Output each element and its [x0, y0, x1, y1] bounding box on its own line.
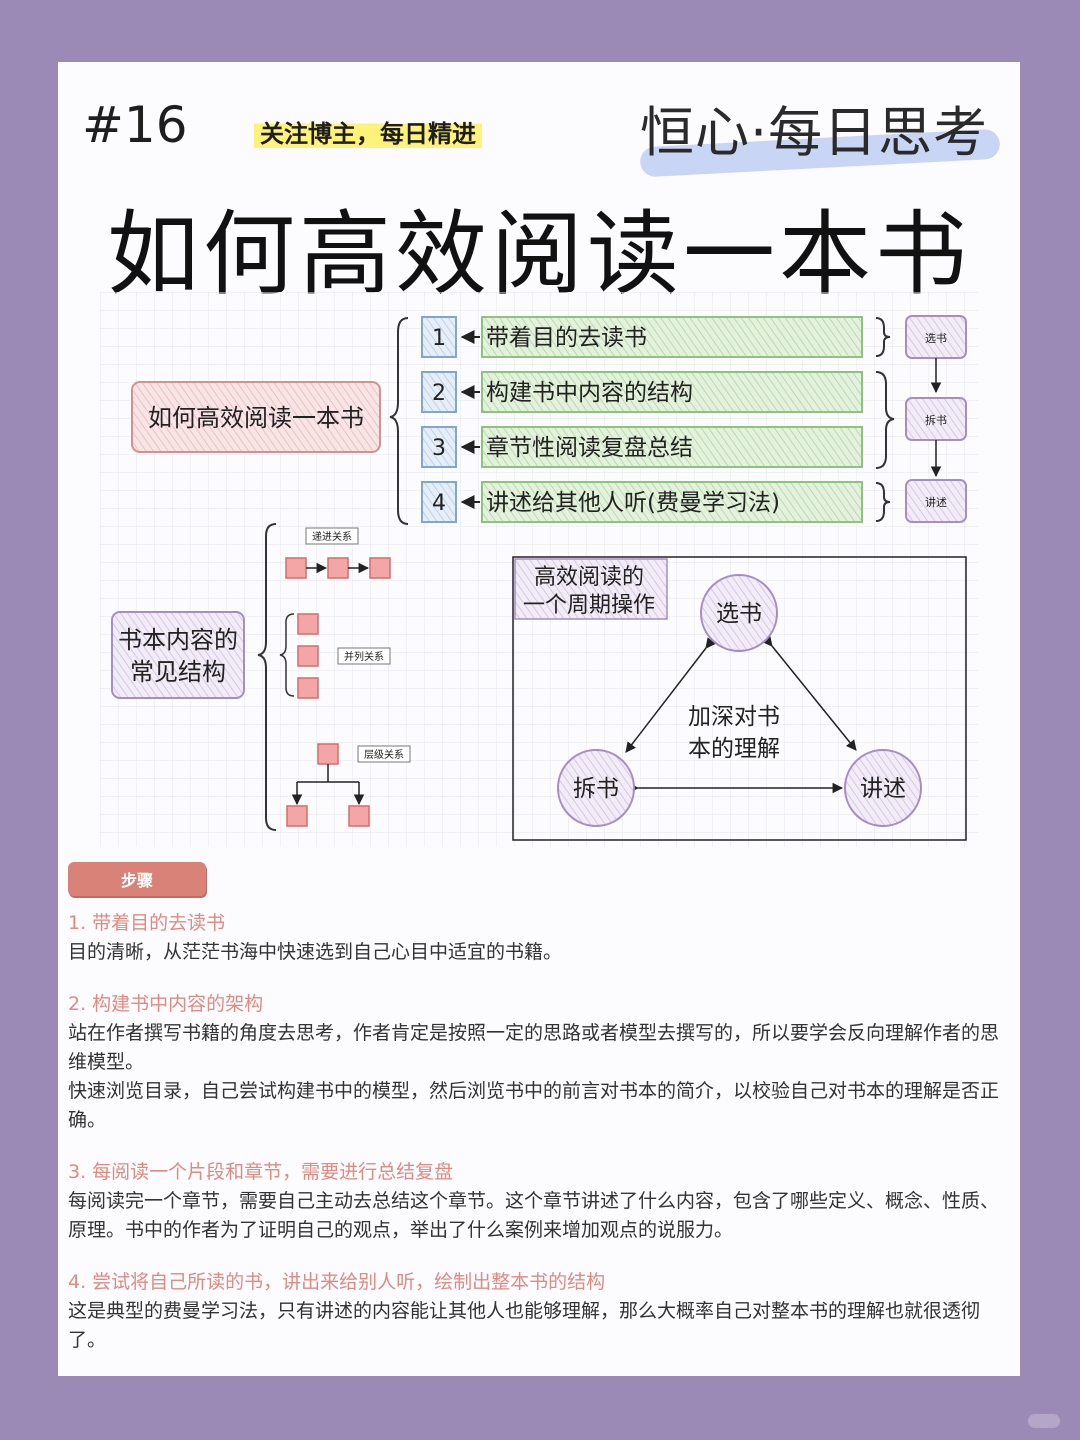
cycle-node-split: [557, 749, 635, 827]
relation-parallel: 并列关系: [279, 613, 391, 699]
cycle-title-line: 高效阅读的: [534, 565, 644, 590]
relation-hierarchical: 层级关系: [286, 743, 411, 827]
svg-text:讲述: 讲述: [860, 776, 906, 802]
svg-text:书本内容的: 书本内容的: [118, 626, 238, 654]
relation-label: 层级关系: [364, 748, 404, 761]
note-card: #16 关注博主，每日精进 恒心·每日思考 如何高效阅读一本书: [58, 62, 1020, 1376]
step-number: 4: [432, 491, 446, 516]
step-section-1: 1. 带着目的去读书 目的清晰，从茫茫书海中快速选到自己心目中适宜的书籍。: [68, 908, 1008, 967]
step-row-2: 2 构建书中内容的结构: [421, 371, 863, 413]
svg-text:拆书: 拆书: [925, 413, 947, 427]
relation-label: 递进关系: [312, 530, 352, 543]
reading-diagram: 如何高效阅读一本书 1 带着目的去读书 2 构建书中内容的结构 3 章节性阅读复…: [100, 292, 978, 847]
step-text: 章节性阅读复盘总结: [486, 435, 693, 461]
cycle-node-select: [700, 574, 778, 652]
svg-text:讲述: 讲述: [925, 495, 947, 509]
structure-node: 书本内容的 常见结构: [111, 611, 245, 699]
step-row-3: 3 章节性阅读复盘总结: [421, 426, 863, 468]
step-section-paragraph: 这是典型的费曼学习法，只有讲述的内容能让其他人也能够理解，那么大概率自己对整本书…: [68, 1300, 981, 1351]
step-section-title: 2. 构建书中内容的架构: [68, 993, 264, 1015]
cycle-center-line: 加深对书: [688, 704, 780, 730]
brand-name: 恒心·每日思考: [640, 101, 989, 164]
steps-sections: 1. 带着目的去读书 目的清晰，从茫茫书海中快速选到自己心目中适宜的书籍。 2.…: [68, 908, 1008, 1377]
step-section-paragraph: 站在作者撰写书籍的角度去思考，作者肯定是按照一定的思路或者模型去撰写的，所以要学…: [68, 1022, 1000, 1073]
cycle-title-line: 一个周期操作: [523, 593, 655, 618]
phase-explain: 讲述: [905, 479, 967, 523]
page-title: 如何高效阅读一本书: [106, 201, 971, 308]
step-section-2: 2. 构建书中内容的架构 站在作者撰写书籍的角度去思考，作者肯定是按照一定的思路…: [68, 989, 1008, 1135]
step-number: 3: [432, 436, 446, 461]
svg-text:拆书: 拆书: [573, 776, 619, 802]
relation-label: 并列关系: [344, 650, 384, 663]
phase-split: 拆书: [905, 397, 967, 441]
phase-bracket-2: [875, 371, 895, 469]
brand-block: 恒心·每日思考: [634, 86, 1004, 178]
step-section-title: 1. 带着目的去读书: [68, 912, 226, 934]
step-text: 构建书中内容的结构: [486, 380, 693, 406]
root-node: 如何高效阅读一本书: [131, 381, 381, 453]
step-number: 1: [432, 326, 446, 351]
steps-label: 步骤: [68, 862, 206, 896]
step-section-title: 3. 每阅读一个片段和章节，需要进行总结复盘: [68, 1161, 454, 1183]
step-section-paragraph: 快速浏览目录，自己尝试构建书中的模型，然后浏览书中的前言对书本的简介，以校验自己…: [68, 1080, 1000, 1131]
step-row-4: 4 讲述给其他人听(费曼学习法): [421, 481, 863, 523]
svg-text:常见结构: 常见结构: [130, 658, 226, 686]
structure-bracket: [257, 523, 277, 831]
step-text: 讲述给其他人听(费曼学习法): [486, 490, 780, 516]
follow-banner: 关注博主，每日精进: [254, 112, 482, 151]
step-row-1: 1 带着目的去读书: [421, 316, 863, 358]
step-section-4: 4. 尝试将自己所读的书，讲出来给别人听，绘制出整本书的结构 这是典型的费曼学习…: [68, 1267, 1008, 1355]
step-number: 2: [432, 381, 446, 406]
root-label: 如何高效阅读一本书: [148, 404, 364, 432]
step-section-paragraph: 目的清晰，从茫茫书海中快速选到自己心目中适宜的书籍。: [68, 941, 563, 963]
phase-bracket-3: [875, 482, 891, 522]
phase-bracket-1: [875, 317, 891, 357]
svg-text:选书: 选书: [925, 332, 947, 345]
corner-watermark: [1028, 1414, 1060, 1428]
step-text: 带着目的去读书: [486, 325, 647, 351]
cycle-node-explain: [844, 749, 922, 827]
svg-text:选书: 选书: [716, 601, 762, 627]
relation-progressive: 递进关系: [285, 527, 391, 579]
step-section-3: 3. 每阅读一个片段和章节，需要进行总结复盘 每阅读完一个章节，需要自己主动去总…: [68, 1157, 1008, 1245]
steps-bracket: [389, 317, 409, 525]
issue-number: #16: [82, 96, 188, 154]
cycle-center-line: 本的理解: [688, 736, 780, 762]
phase-select: 选书: [905, 315, 967, 359]
step-section-title: 4. 尝试将自己所读的书，讲出来给别人听，绘制出整本书的结构: [68, 1271, 606, 1293]
step-section-paragraph: 每阅读完一个章节，需要自己主动去总结这个章节。这个章节讲述了什么内容，包含了哪些…: [68, 1190, 1000, 1241]
cycle-panel: 高效阅读的 一个周期操作 选书 拆书 讲述 加深对书 本的理解: [512, 556, 967, 841]
